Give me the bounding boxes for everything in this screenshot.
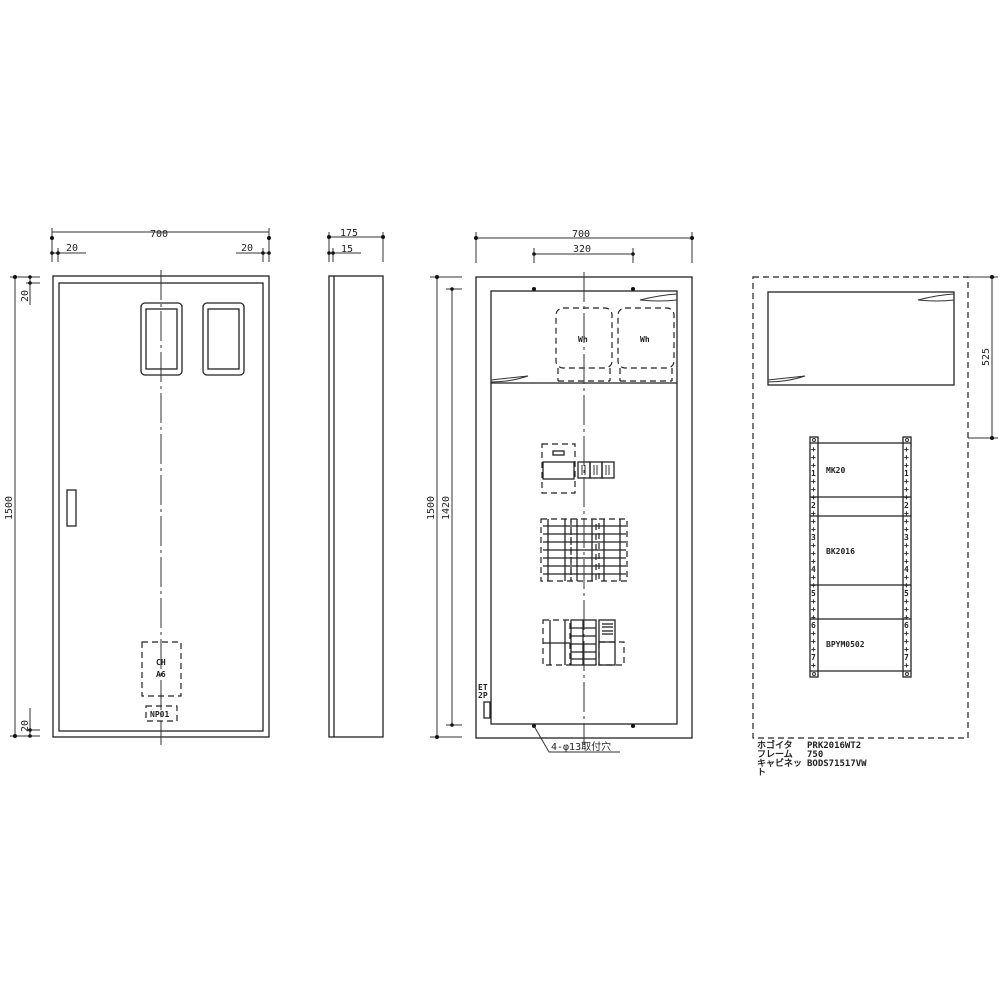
svg-text:+: + — [904, 661, 909, 670]
mount-hole-note: 4-φ13取付穴 — [551, 740, 611, 753]
rail-label-bk2016: BK2016 — [826, 547, 855, 556]
rail-label-mk20: MK20 — [826, 466, 845, 475]
spec-key: ホゴイタ — [757, 741, 793, 751]
svg-text:+: + — [811, 573, 816, 582]
front-dim-height: 1500 — [4, 496, 15, 520]
svg-text:3: 3 — [904, 533, 909, 542]
rail-label-bpym0502: BPYM0502 — [826, 640, 865, 649]
spec-row-cover: ホゴイタ PRK2016WT2 — [757, 742, 867, 751]
side-view — [327, 232, 385, 738]
svg-text:+: + — [904, 581, 909, 590]
spec-key: キャビネット — [757, 759, 803, 778]
svg-text:5: 5 — [811, 589, 816, 598]
svg-text:+: + — [811, 517, 816, 526]
spec-row-cabinet: キャビネット BODS71517VW — [757, 760, 867, 778]
et-label-1: ET — [478, 683, 488, 692]
svg-text:4: 4 — [811, 565, 816, 574]
spec-value: PRK2016WT2 — [807, 741, 862, 751]
svg-text:+: + — [904, 645, 909, 654]
interior-dim-height: 1500 — [426, 496, 437, 520]
front-view — [10, 228, 271, 745]
svg-text:+: + — [811, 549, 816, 558]
svg-text:+: + — [904, 461, 909, 470]
svg-text:+: + — [811, 525, 816, 534]
svg-text:4: 4 — [904, 565, 909, 574]
svg-text:+: + — [811, 509, 816, 518]
svg-text:+: + — [811, 445, 816, 454]
svg-text:3: 3 — [811, 533, 816, 542]
front-dim-right-margin: 20 — [241, 243, 253, 254]
meter-label-2: Wh — [640, 335, 650, 344]
svg-text:+: + — [811, 645, 816, 654]
svg-text:+: + — [811, 461, 816, 470]
svg-text:+: + — [811, 541, 816, 550]
side-dim-depth: 175 — [340, 228, 358, 239]
side-dim-door: 15 — [341, 244, 353, 255]
front-dim-left-margin: 20 — [66, 243, 78, 254]
svg-text:2: 2 — [811, 501, 816, 510]
svg-text:+: + — [904, 573, 909, 582]
interior-dim-inner-height: 1420 — [441, 496, 452, 520]
svg-text:1: 1 — [811, 469, 816, 478]
et-label-2: 2P — [478, 691, 488, 700]
spec-value: BODS71517VW — [807, 759, 867, 769]
svg-text:+: + — [811, 477, 816, 486]
svg-text:+: + — [904, 477, 909, 486]
svg-text:1: 1 — [904, 469, 909, 478]
spec-row-frame: フレーム 750 — [757, 751, 867, 760]
svg-text:+: + — [811, 581, 816, 590]
a6-label: A6 — [156, 670, 166, 679]
svg-text:+: + — [811, 597, 816, 606]
svg-text:7: 7 — [811, 653, 816, 662]
svg-text:+: + — [904, 597, 909, 606]
svg-text:+: + — [904, 485, 909, 494]
svg-text:+: + — [811, 661, 816, 670]
svg-text:+: + — [904, 525, 909, 534]
svg-text:+: + — [811, 637, 816, 646]
svg-text:+: + — [904, 613, 909, 622]
front-dim-width: 700 — [150, 229, 168, 240]
svg-text:+: + — [811, 605, 816, 614]
front-dim-top-margin: 20 — [20, 290, 31, 302]
svg-text:+: + — [904, 493, 909, 502]
svg-text:+: + — [811, 613, 816, 622]
svg-text:+: + — [811, 453, 816, 462]
svg-text:+: + — [904, 541, 909, 550]
svg-text:+: + — [811, 493, 816, 502]
rail-marks-left: +++ 1 +++ 2 +++ 3 +++ 4 ++ 5 +++ 6 +++ 7… — [811, 445, 816, 670]
svg-text:+: + — [904, 445, 909, 454]
svg-text:+: + — [904, 509, 909, 518]
svg-text:+: + — [904, 453, 909, 462]
interior-dim-width: 700 — [572, 229, 590, 240]
svg-text:+: + — [904, 605, 909, 614]
svg-text:+: + — [811, 557, 816, 566]
svg-text:+: + — [811, 629, 816, 638]
meter-label-1: Wh — [578, 335, 588, 344]
interior-view — [430, 232, 694, 753]
svg-text:+: + — [904, 629, 909, 638]
front-dim-bottom-margin: 20 — [20, 720, 31, 732]
np-label: NP01 — [150, 710, 169, 719]
svg-text:+: + — [811, 485, 816, 494]
svg-text:6: 6 — [904, 621, 909, 630]
spec-key: フレーム — [757, 750, 793, 760]
interior-dim-meter-span: 320 — [573, 244, 591, 255]
frame-dim-top: 525 — [981, 348, 992, 366]
spec-table: ホゴイタ PRK2016WT2 フレーム 750 キャビネット BODS7151… — [757, 742, 867, 778]
svg-text:+: + — [904, 637, 909, 646]
frame-view: +++ 1 +++ 2 +++ 3 +++ 4 ++ 5 +++ 6 +++ 7… — [752, 275, 998, 739]
svg-text:6: 6 — [811, 621, 816, 630]
svg-text:+: + — [904, 557, 909, 566]
spec-value: 750 — [807, 750, 824, 760]
rail-marks-right: +++ 1 +++ 2 +++ 3 +++ 4 ++ 5 +++ 6 +++ 7… — [904, 445, 909, 670]
ch-label: CH — [156, 658, 166, 667]
svg-text:7: 7 — [904, 653, 909, 662]
svg-text:+: + — [904, 517, 909, 526]
svg-text:2: 2 — [904, 501, 909, 510]
svg-text:5: 5 — [904, 589, 909, 598]
svg-text:+: + — [904, 549, 909, 558]
